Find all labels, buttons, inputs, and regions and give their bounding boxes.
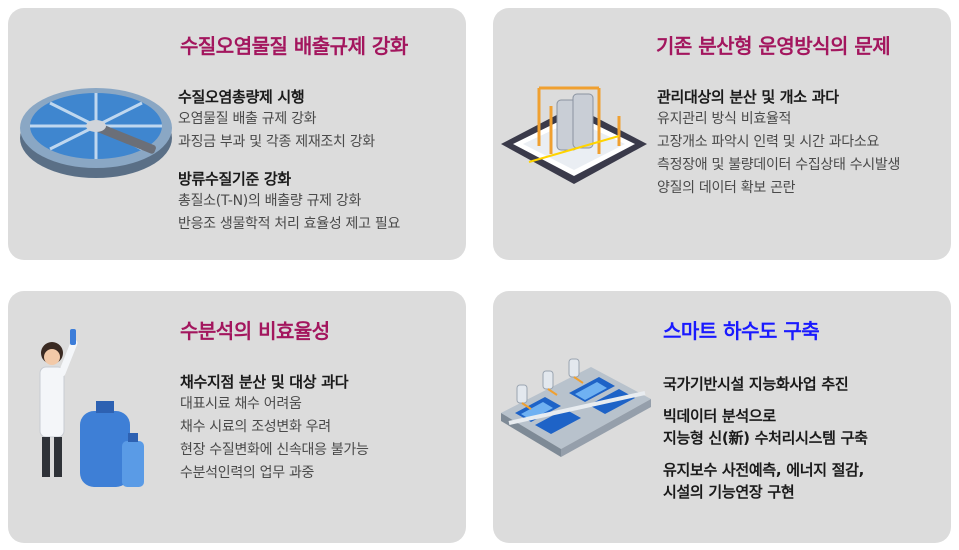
text-line: 수분석인력의 업무 과중 (180, 465, 315, 481)
section-heading: 국가기반시설 지능화사업 추진 (663, 375, 849, 393)
section-heading: 빅데이터 분석으로 (663, 407, 776, 425)
text-line: 대표시료 채수 어려움 (180, 396, 302, 412)
card-content: 국가기반시설 지능화사업 추진 빅데이터 분석으로 지능형 신(新) 수처리시스… (663, 373, 868, 503)
text-line: 오염물질 배출 규제 강화 (178, 111, 317, 127)
card-manual-analysis-inefficiency: 수분석의 비효율성 채수지점 분산 및 대상 과다 대표시료 채수 어려움 채수… (8, 291, 466, 543)
text-line: 유지관리 방식 비효율적 (657, 111, 792, 127)
text-line: 측정장애 및 불량데이터 수집상태 수시발생 (657, 157, 901, 173)
card-title: 수분석의 비효율성 (180, 319, 330, 343)
card-distributed-operation-problem: 기존 분산형 운영방식의 문제 관리대상의 분산 및 개소 과다 유지관리 방식… (493, 8, 951, 260)
settling-tank-illustration (20, 88, 172, 178)
section-heading: 수질오염총량제 시행 (178, 88, 305, 106)
card-content: 수질오염총량제 시행 오염물질 배출 규제 강화 과징금 부과 및 각종 제재조… (178, 86, 400, 236)
section-heading: 유지보수 사전예측, 에너지 절감, (663, 461, 865, 479)
text-line: 고장개소 파악시 인력 및 시간 과다소요 (657, 134, 880, 150)
card-content: 채수지점 분산 및 대상 과다 대표시료 채수 어려움 채수 시료의 조성변화 … (180, 371, 369, 485)
section-heading: 관리대상의 분산 및 개소 과다 (657, 88, 839, 106)
text-line: 과징금 부과 및 각종 제재조치 강화 (178, 134, 375, 150)
section-heading: 지능형 신(新) 수처리시스템 구축 (663, 429, 868, 447)
section-heading: 방류수질기준 강화 (178, 170, 291, 188)
lab-researcher-illustration (39, 329, 144, 487)
text-line: 반응조 생물학적 처리 효율성 제고 필요 (178, 216, 401, 232)
text-line: 현장 수질변화에 신속대응 불가능 (180, 442, 369, 458)
card-smart-sewer: 스마트 하수도 구축 국가기반시설 지능화사업 추진 빅데이터 분석으로 지능형… (493, 291, 951, 543)
card-title: 스마트 하수도 구축 (663, 319, 820, 343)
section-heading: 채수지점 분산 및 대상 과다 (180, 373, 349, 391)
section-heading: 시설의 기능연장 구현 (663, 483, 795, 501)
text-line: 양질의 데이터 확보 곤란 (657, 180, 796, 196)
text-line: 채수 시료의 조성변화 우려 (180, 419, 331, 435)
treatment-facility-illustration (501, 86, 647, 184)
text-line: 총질소(T-N)의 배출량 규제 강화 (178, 193, 362, 209)
smart-sewer-illustration (501, 358, 651, 457)
card-title: 기존 분산형 운영방식의 문제 (656, 34, 891, 58)
card-discharge-regulation: 수질오염물질 배출규제 강화 수질오염총량제 시행 오염물질 배출 규제 강화 … (8, 8, 466, 260)
card-content: 관리대상의 분산 및 개소 과다 유지관리 방식 비효율적 고장개소 파악시 인… (657, 86, 900, 200)
card-title: 수질오염물질 배출규제 강화 (180, 34, 408, 58)
